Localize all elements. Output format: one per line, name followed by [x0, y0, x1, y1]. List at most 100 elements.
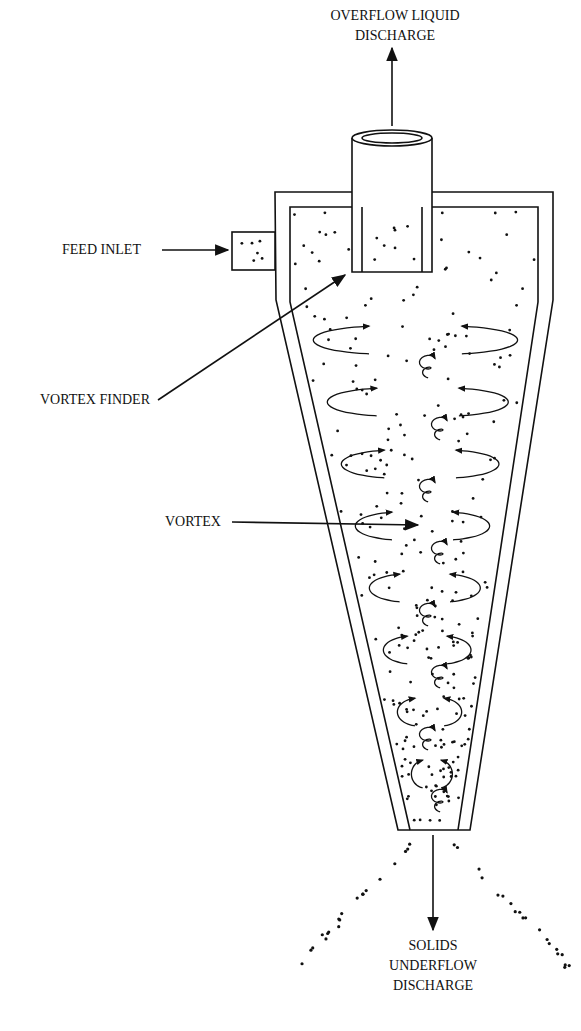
particle [439, 769, 442, 772]
particle [364, 304, 367, 307]
particle [442, 562, 445, 565]
leader-line [232, 522, 418, 525]
feed-label: FEED INLET [62, 240, 160, 260]
particle [373, 573, 376, 576]
particle [430, 657, 433, 660]
particle [415, 604, 418, 607]
particle [413, 819, 416, 822]
particle [403, 527, 406, 530]
spray-particle [378, 878, 381, 881]
particle [430, 586, 433, 589]
cyclone-outer-wall [275, 192, 553, 830]
swirl-arrow [397, 698, 415, 726]
particle [400, 553, 403, 556]
particle [515, 401, 518, 404]
spray-particle [556, 952, 559, 955]
spray-particle [480, 876, 483, 879]
swirl-arrow [341, 450, 384, 478]
spray-particle [361, 893, 364, 896]
particle [458, 623, 461, 626]
particle [256, 252, 259, 255]
particle [450, 771, 453, 774]
particle [492, 420, 495, 423]
swirl-arrow [383, 636, 407, 664]
particle [460, 413, 463, 416]
spray-particle [300, 962, 303, 965]
feed-inlet [232, 232, 275, 270]
particle [457, 769, 460, 772]
particle [402, 748, 405, 751]
particle [509, 354, 512, 357]
particle [434, 784, 437, 787]
particle [350, 454, 353, 457]
particle [388, 586, 391, 589]
overflow-pipe [352, 138, 432, 272]
particle [440, 746, 443, 749]
particle [413, 639, 416, 642]
particle [455, 775, 458, 778]
swirl-arrow [456, 450, 499, 478]
spray-particle [365, 889, 368, 892]
particle [392, 699, 395, 702]
particle [451, 510, 454, 513]
particle [407, 795, 410, 798]
particle [406, 710, 409, 713]
particle [453, 740, 456, 743]
particle [305, 305, 308, 308]
particle [447, 766, 450, 769]
particle [380, 516, 383, 519]
particle [454, 334, 457, 337]
particle [494, 212, 497, 215]
particle [467, 656, 470, 659]
particle [431, 673, 434, 676]
particle [438, 819, 441, 822]
particle [425, 786, 428, 789]
particle [452, 312, 455, 315]
vortex-spiral [419, 479, 435, 502]
particle [392, 703, 395, 706]
particle [318, 231, 321, 234]
particle [355, 388, 358, 391]
particle [472, 497, 475, 500]
particle [374, 560, 377, 563]
particle [452, 644, 455, 647]
leader-line [158, 275, 345, 400]
particle [345, 464, 348, 467]
particle [454, 558, 457, 561]
particle [400, 502, 403, 505]
particle [409, 681, 412, 684]
spray-particle [309, 949, 312, 952]
particle [441, 630, 444, 633]
particle [397, 626, 400, 629]
particle [462, 552, 465, 555]
particle [375, 237, 378, 240]
particle [452, 641, 455, 644]
spray-particle [453, 843, 456, 846]
particle [453, 686, 456, 689]
particle [258, 240, 261, 243]
particle [467, 412, 470, 415]
particle [467, 657, 470, 660]
particle [419, 551, 422, 554]
swirl-arrow [411, 760, 422, 788]
particle [440, 238, 443, 241]
particle [304, 287, 307, 290]
particle [442, 790, 445, 793]
particle [462, 697, 465, 700]
particle [466, 432, 469, 435]
particle [401, 775, 404, 778]
particle [426, 599, 429, 602]
particle [336, 430, 339, 433]
particle [401, 492, 404, 495]
particle [413, 258, 416, 261]
particle [330, 454, 333, 457]
particle [463, 743, 466, 746]
particle [515, 304, 518, 307]
vortex-spiral [431, 541, 447, 564]
particle [407, 773, 410, 776]
particle [472, 682, 475, 685]
swirl-arrow [453, 512, 490, 540]
particle [360, 513, 363, 516]
particle [375, 505, 378, 508]
